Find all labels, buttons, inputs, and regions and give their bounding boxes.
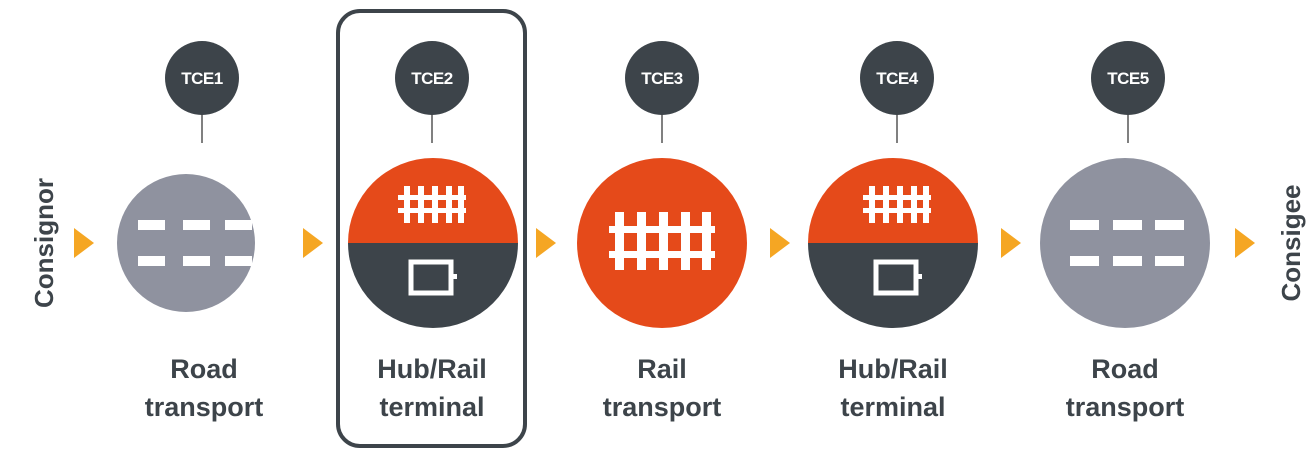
arrow-icon	[1001, 228, 1021, 258]
stage-label-line2: terminal	[379, 392, 484, 422]
road-lanes-icon	[138, 220, 252, 266]
stage-label-line1: Rail	[637, 354, 687, 384]
tce-badge	[625, 41, 699, 115]
stage-label-line2: transport	[145, 392, 264, 422]
arrow-icon	[1235, 228, 1255, 258]
stage-3: TCE3 Rail transport	[577, 41, 747, 422]
stage-circle	[348, 158, 518, 328]
stage-4: TCE4 Hub/Rail terminal	[808, 41, 978, 422]
stage-label-line1: Road	[170, 354, 238, 384]
stage-label-line2: transport	[1066, 392, 1185, 422]
arrow-icon	[770, 228, 790, 258]
rail-track-icon	[609, 212, 715, 270]
terminal-icon	[873, 259, 922, 296]
tce-label: TCE5	[1107, 69, 1149, 88]
stage-1: TCE1 Road transport	[117, 41, 263, 422]
arrow-icon	[303, 228, 323, 258]
tce-badge	[860, 41, 934, 115]
stage-label-line2: transport	[603, 392, 722, 422]
stage-label-line1: Hub/Rail	[838, 354, 948, 384]
tce-label: TCE3	[641, 69, 683, 88]
arrow-icon	[536, 228, 556, 258]
consignor-label: Consignor	[29, 178, 59, 308]
tce-label: TCE4	[876, 69, 919, 88]
consignee-label: Consigee	[1276, 184, 1306, 301]
stage-5: TCE5 Road transport	[1040, 41, 1210, 422]
tce-badge	[395, 41, 469, 115]
tce-badge	[1091, 41, 1165, 115]
tce-badge	[165, 41, 239, 115]
arrow-icon	[74, 228, 94, 258]
tce-label: TCE2	[411, 69, 453, 88]
highlight-frame	[336, 9, 527, 448]
road-lanes-icon	[1070, 220, 1184, 266]
tce-label: TCE1	[181, 69, 223, 88]
rail-track-icon	[863, 186, 931, 223]
stage-label-line1: Road	[1091, 354, 1159, 384]
stage-label-line2: terminal	[840, 392, 945, 422]
terminal-icon	[408, 259, 457, 296]
stage-label-line1: Hub/Rail	[377, 354, 487, 384]
stage-circle	[808, 158, 978, 328]
stage-circle	[1040, 158, 1210, 328]
stage-2: TCE2 Hub/Rail terminal	[348, 41, 518, 422]
rail-track-icon	[398, 186, 466, 223]
stage-circle	[117, 174, 255, 312]
